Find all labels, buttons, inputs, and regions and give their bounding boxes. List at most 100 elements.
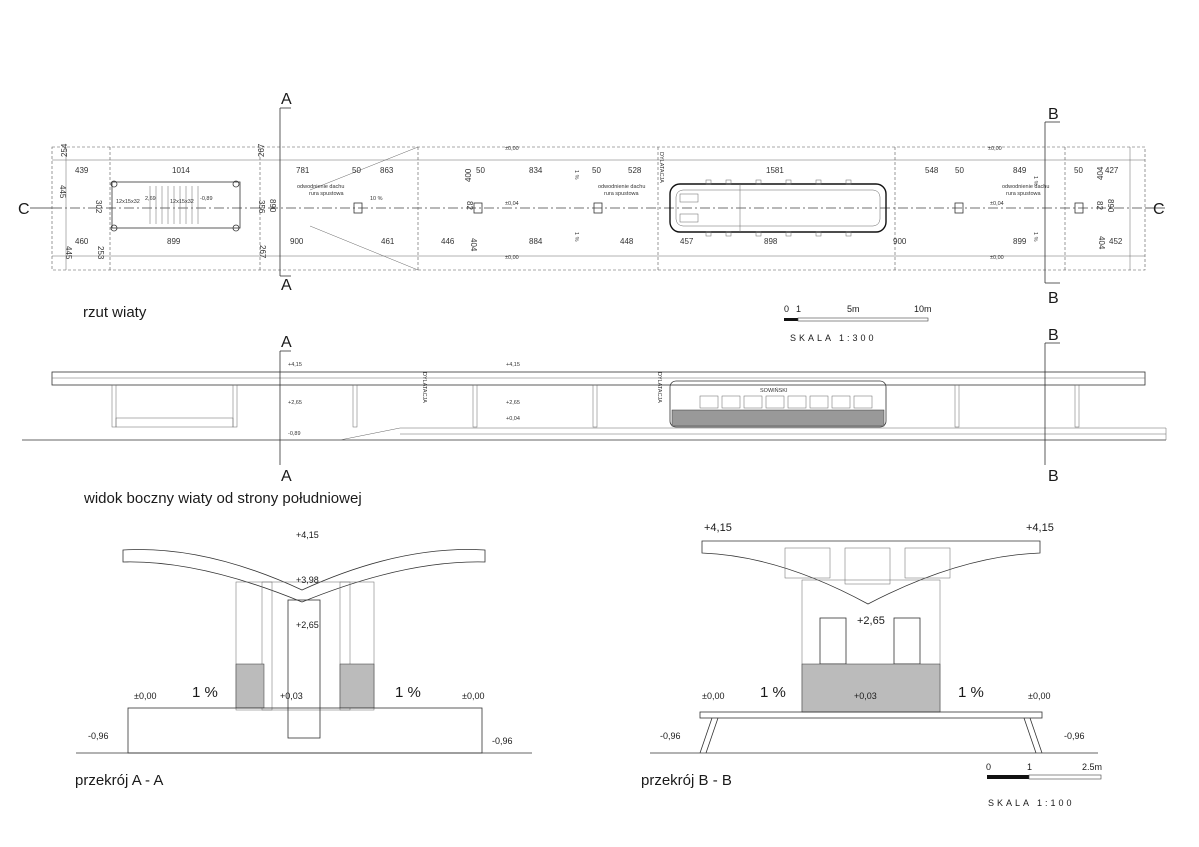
- section-mark-c-left: C: [18, 201, 30, 218]
- scale-tick: 0: [986, 762, 991, 772]
- dim: 446: [441, 237, 455, 246]
- kiosk-sign: SOWIŃSKI: [760, 387, 788, 394]
- side-view: SOWIŃSKI A A B B +4,15 +2,65 -0,89 +4,15…: [22, 327, 1167, 507]
- dim: 452: [1109, 237, 1123, 246]
- plan-dims-bottom: 445 460 253 899 267 900 461 446 404 884 …: [64, 236, 1123, 260]
- dim: 899: [167, 237, 181, 246]
- scale-label-section: SKALA 1:100: [988, 798, 1075, 808]
- scale-tick: 0: [784, 304, 789, 314]
- plan-view: A A B B C C 254 439 1014 267 781 50 863 …: [18, 91, 1165, 321]
- dim: 82: [465, 201, 474, 210]
- section-mark-b-bottom: B: [1048, 290, 1059, 307]
- section-mark-c-right: C: [1153, 201, 1165, 218]
- section-mark-b-top: B: [1048, 106, 1059, 123]
- dim: 899: [1013, 237, 1027, 246]
- level: ±0,00: [505, 255, 519, 261]
- dim: 404: [469, 238, 478, 252]
- drain-label: odwodnienie dachu: [1002, 184, 1049, 190]
- side-kiosk: [669, 380, 887, 428]
- stair-label: 12x15x32: [116, 199, 140, 205]
- dim: 50: [955, 166, 964, 175]
- level: ±0,00: [702, 691, 724, 701]
- slope: 1 %: [1032, 176, 1038, 186]
- dim: 254: [60, 143, 69, 157]
- side-roof: [51, 371, 1146, 386]
- slope: 1 %: [1032, 232, 1038, 242]
- plan-outline: [51, 146, 1146, 271]
- level: -0,89: [200, 196, 213, 202]
- section-mark-b-side-bottom: B: [1048, 468, 1059, 485]
- dim: 404: [1097, 236, 1106, 250]
- scale-tick: 2.5m: [1082, 762, 1102, 772]
- dim: 849: [1013, 166, 1027, 175]
- section-mark-a-top: A: [281, 91, 292, 108]
- dim: 404: [1096, 166, 1105, 180]
- level: +3,98: [296, 575, 319, 585]
- dim: 460: [75, 237, 89, 246]
- section-bb: +4,15 +4,15 +2,65 ±0,00 +0,03 ±0,00 -0,9…: [641, 522, 1098, 789]
- level: ±0,00: [990, 255, 1004, 261]
- dim: 302: [94, 200, 103, 214]
- level: ±0,00: [505, 146, 519, 152]
- dilatation-label: DYLATACJA: [656, 372, 662, 403]
- dim: 863: [380, 166, 394, 175]
- slope: 1 %: [192, 684, 218, 701]
- level: -0,96: [660, 731, 681, 741]
- level: ±0,04: [990, 201, 1004, 207]
- slope: 10 %: [370, 196, 383, 202]
- section-mark-a-side-top: A: [281, 334, 292, 351]
- dim: 884: [529, 237, 543, 246]
- caption-section-aa: przekrój A - A: [75, 772, 163, 789]
- dim: 834: [529, 166, 543, 175]
- drain-label: odwodnienie dachu: [598, 184, 645, 190]
- section-mark-b-side-top: B: [1048, 327, 1059, 344]
- bb-roof: [701, 540, 1041, 605]
- aa-roof: [122, 549, 486, 603]
- caption-plan: rzut wiaty: [83, 304, 147, 321]
- plan-dims-mid: 445 302 356 890 82 82 890: [58, 185, 1115, 214]
- dim: 427: [1105, 166, 1119, 175]
- level: +0,04: [506, 416, 520, 422]
- level: ±0,00: [462, 691, 484, 701]
- level: -0,89: [288, 431, 301, 437]
- dim: 50: [352, 166, 361, 175]
- level: +2,65: [296, 620, 319, 630]
- dim: 548: [925, 166, 939, 175]
- scale-tick: 5m: [847, 304, 860, 314]
- dim: 457: [680, 237, 694, 246]
- dim: 356: [257, 200, 266, 214]
- dim: 448: [620, 237, 634, 246]
- level: +0,03: [854, 691, 877, 701]
- scale-bar-section: 0 1 2.5m SKALA 1:100: [986, 762, 1102, 808]
- dim: 439: [75, 166, 89, 175]
- dim: 82: [1095, 201, 1104, 210]
- section-aa: +4,15 +3,98 +2,65 ±0,00 +0,03 ±0,00 -0,9…: [75, 530, 532, 789]
- caption-section-bb: przekrój B - B: [641, 772, 732, 789]
- slope: 1 %: [958, 684, 984, 701]
- dim: 1014: [172, 166, 190, 175]
- dim: 1581: [766, 166, 784, 175]
- dim: 461: [381, 237, 395, 246]
- dim: 50: [476, 166, 485, 175]
- level: +0,03: [280, 691, 303, 701]
- level: 2,69: [145, 196, 156, 202]
- dim: 253: [96, 246, 105, 260]
- level: +2,65: [857, 615, 885, 627]
- level: ±0,00: [1028, 691, 1050, 701]
- stair-label: 12x15x32: [170, 199, 194, 205]
- level: +4,15: [1026, 522, 1054, 534]
- dim: 50: [1074, 166, 1083, 175]
- scale-label-plan: SKALA 1:300: [790, 333, 877, 343]
- kiosk-outline: [669, 183, 887, 233]
- slope: 1 %: [573, 170, 579, 180]
- level: +2,65: [288, 400, 302, 406]
- level: +2,65: [506, 400, 520, 406]
- level: ±0,04: [505, 201, 519, 207]
- slope: 1 %: [573, 232, 579, 242]
- dim: 900: [893, 237, 907, 246]
- drain-label: rura spustowa: [604, 191, 639, 197]
- dim: 528: [628, 166, 642, 175]
- dim: 267: [258, 245, 267, 259]
- drain-label: odwodnienie dachu: [297, 184, 344, 190]
